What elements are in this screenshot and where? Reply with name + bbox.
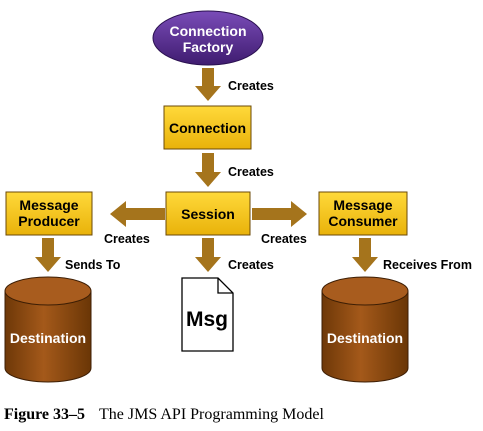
arrow-session-to-producer	[110, 201, 165, 227]
session-box	[165, 191, 251, 236]
arrow-producer-to-destination	[35, 238, 61, 272]
destination-left-node: Destination	[4, 276, 92, 383]
edge-label-session-msg: Creates	[228, 258, 274, 272]
message-consumer-box	[318, 191, 408, 236]
msg-label: Msg	[186, 308, 228, 331]
msg-document-fold	[217, 278, 233, 294]
message-producer-label-line2: Producer	[18, 213, 80, 229]
arrows	[35, 68, 378, 272]
msg-node: Msg	[181, 277, 234, 352]
figure-number: Figure 33–5	[4, 406, 86, 423]
connection-label: Connection	[169, 120, 246, 136]
edge-label-producer-destination: Sends To	[65, 258, 121, 272]
connection-node: Connection	[163, 105, 252, 150]
connection-factory-oval	[152, 10, 264, 66]
session-node: Session	[165, 191, 251, 236]
connection-box	[163, 105, 252, 150]
message-producer-node: Message Producer	[5, 191, 93, 236]
edge-label-connection-session: Creates	[228, 165, 274, 179]
edge-label-session-consumer: Creates	[261, 232, 307, 246]
edge-label-factory-connection: Creates	[228, 79, 274, 93]
connection-factory-label-line2: Factory	[183, 39, 234, 55]
message-producer-box	[5, 191, 93, 236]
connection-factory-label-line1: Connection	[170, 23, 247, 39]
message-producer-label-line1: Message	[19, 197, 78, 213]
arrow-session-to-consumer	[252, 201, 307, 227]
arrow-connection-to-session	[195, 153, 221, 187]
edge-label-consumer-destination: Receives From	[383, 258, 472, 272]
message-consumer-label-line2: Consumer	[328, 213, 398, 229]
message-consumer-label-line1: Message	[333, 197, 392, 213]
edge-label-session-producer: Creates	[104, 232, 150, 246]
arrow-factory-to-connection	[195, 68, 221, 101]
destination-right-cylinder-top	[321, 276, 409, 306]
destination-right-cylinder-body	[321, 290, 409, 383]
destination-right-label: Destination	[327, 330, 403, 346]
msg-document-shape	[181, 277, 234, 352]
arrow-session-to-msg	[195, 238, 221, 272]
message-consumer-node: Message Consumer	[318, 191, 408, 236]
arrow-consumer-to-destination	[352, 238, 378, 272]
destination-left-cylinder-top	[4, 276, 92, 306]
figure-caption: Figure 33–5 The JMS API Programming Model	[4, 406, 479, 424]
edge-labels: Creates Creates Creates Creates Creates …	[65, 79, 472, 272]
destination-left-cylinder-body	[4, 290, 92, 383]
destination-right-node: Destination	[321, 276, 409, 383]
destination-left-label: Destination	[10, 330, 86, 346]
connection-factory-node: Connection Factory	[152, 10, 264, 66]
figure-title: The JMS API Programming Model	[99, 406, 324, 423]
session-label: Session	[181, 206, 235, 222]
